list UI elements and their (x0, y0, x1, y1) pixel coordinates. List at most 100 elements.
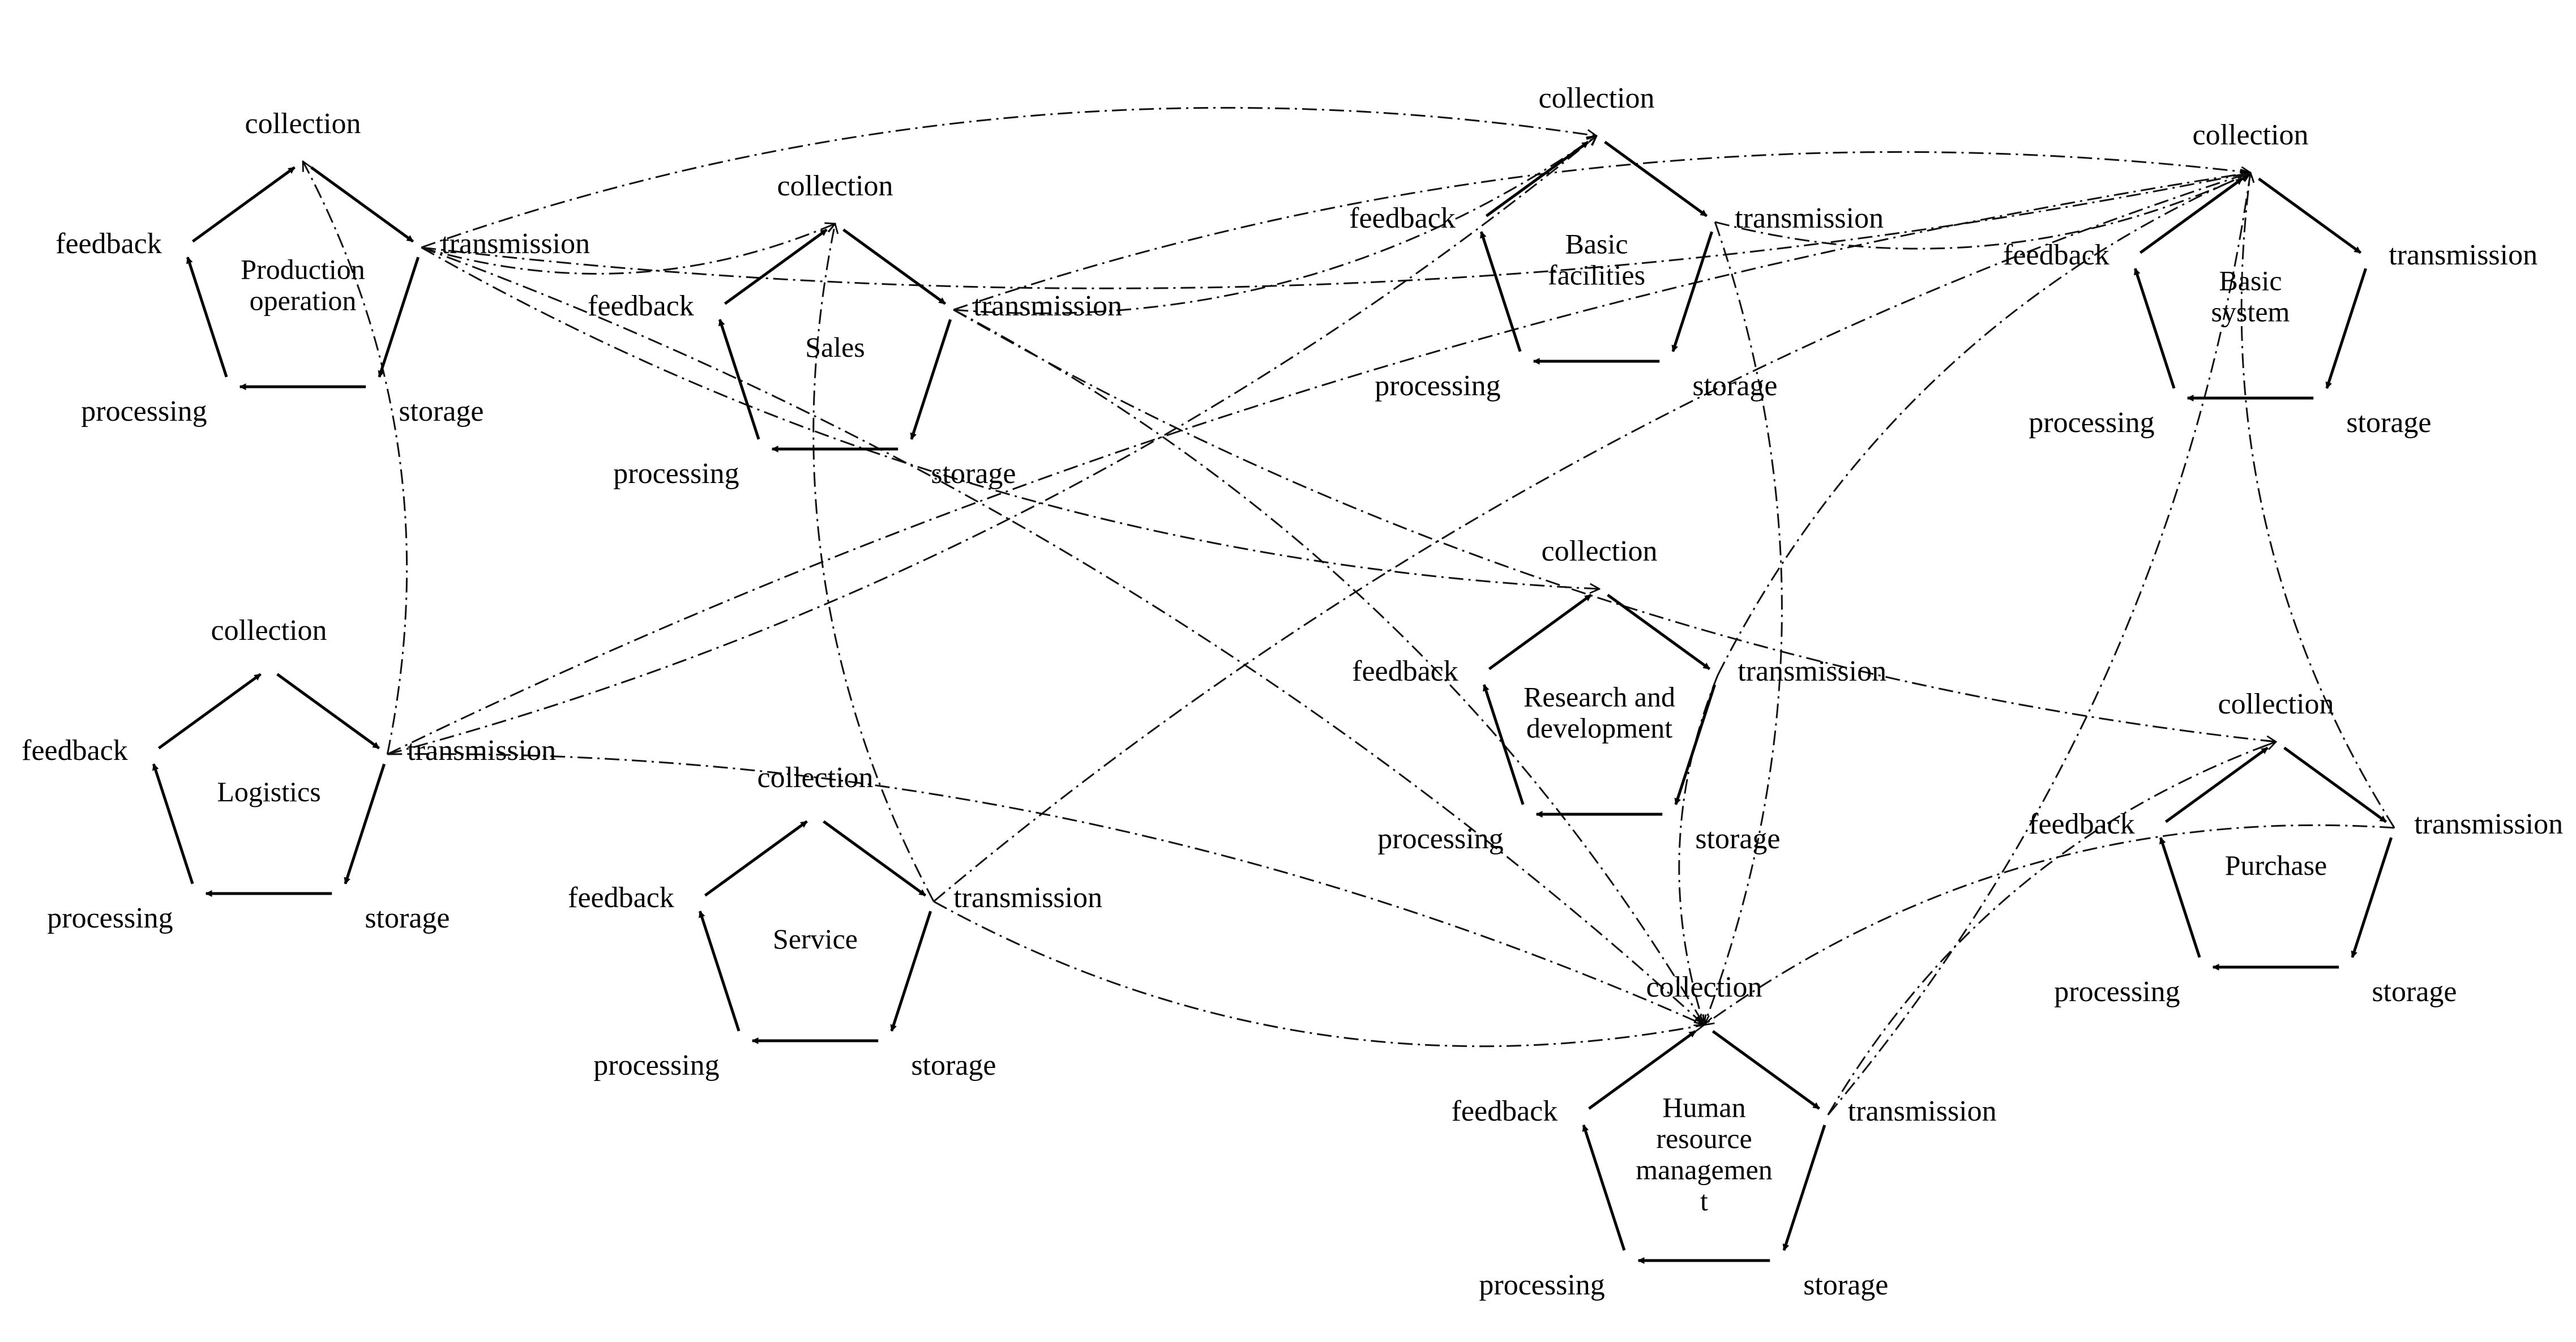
module-name: Sales (805, 331, 865, 363)
module-name: managemen (1636, 1154, 1773, 1186)
transmission-label: transmission (1735, 202, 1884, 234)
cycle-arrow-transmission-to-storage (1674, 684, 1717, 805)
cycle-arrow-feedback-to-collection (1485, 140, 1589, 217)
connection-research-to-hr (1678, 674, 1719, 1025)
processing-label: processing (2029, 407, 2154, 439)
connection-production-to-research (421, 246, 1599, 589)
cycle-arrow-processing-to-feedback (698, 911, 741, 1032)
cycle-arrow-collection-to-transmission (276, 673, 380, 750)
storage-label: storage (365, 902, 450, 934)
cycle-arrow-collection-to-transmission (1711, 1030, 1820, 1110)
cycle-arrow-collection-to-transmission (2283, 746, 2387, 823)
connections-layer (303, 106, 2395, 1116)
cycle-arrow-collection-to-transmission (2258, 177, 2362, 254)
cycle-arrow-collection-to-transmission (310, 166, 414, 243)
storage-label: storage (1692, 370, 1777, 402)
cycle-arrow-collection-to-transmission (1607, 593, 1711, 670)
cycle-arrow-feedback-to-collection (2164, 746, 2269, 823)
cycle-arrow-processing-to-feedback (718, 319, 760, 440)
feedback-label: feedback (2029, 808, 2135, 840)
cycle-arrow-transmission-to-storage (2325, 268, 2368, 389)
connection-purchase-to-basic-system (2240, 173, 2395, 828)
feedback-label: feedback (22, 734, 128, 767)
module-name: Purchase (2225, 849, 2327, 881)
processing-label: processing (47, 902, 173, 934)
feedback-label: feedback (1349, 202, 1456, 234)
module-production: collectiontransmissionstorageprocessingf… (55, 108, 590, 428)
cycle-arrow-feedback-to-collection (1488, 593, 1592, 670)
processing-label: processing (593, 1049, 719, 1082)
module-basic-facilities: collection transmission storage processing f… (1349, 82, 1884, 402)
module-name: facilities (1548, 259, 1645, 291)
cycle-arrow-processing-to-feedback (1479, 231, 1522, 352)
collection-label: collection (2192, 119, 2308, 151)
storage-label: storage (399, 395, 483, 428)
cycle-arrow-processing-to-feedback (152, 763, 194, 884)
feedback-label: feedback (1452, 1095, 1558, 1127)
processing-label: processing (1479, 1269, 1604, 1301)
feedback-label: feedback (55, 228, 162, 260)
cycle-arrow-feedback-to-collection (157, 673, 262, 750)
processing-label: processing (2054, 976, 2180, 1008)
connection-production-to-hr (421, 246, 1704, 1025)
storage-label: storage (2372, 976, 2457, 1008)
connection-research-to-basic-system (1717, 173, 2250, 676)
connection-service-to-basic-system (933, 173, 2250, 903)
module-basic-system: collectiontransmissionstorageprocessingf… (2003, 119, 2538, 439)
transmission-label: transmission (2389, 239, 2538, 271)
connection-logistics-to-production (303, 161, 408, 755)
cycle-arrow-processing-to-feedback (2133, 268, 2176, 389)
feedback-label: feedback (2003, 239, 2109, 271)
storage-label: storage (1695, 823, 1780, 855)
module-name: Research and (1524, 681, 1675, 713)
feedback-label: feedback (588, 290, 694, 322)
module-name: Production (241, 254, 365, 285)
cycle-arrow-feedback-to-collection (704, 820, 808, 897)
connection-sales-to-basic-facilities (953, 136, 1597, 314)
transmission-label: transmission (2414, 808, 2563, 840)
processing-label: processing (1375, 370, 1500, 402)
cycle-arrow-feedback-to-collection (724, 228, 828, 305)
module-logistics: collection transmission storage processing f… (22, 614, 556, 934)
connection-sales-to-basic-system (953, 151, 2250, 311)
transmission-label: transmission (407, 734, 556, 767)
connection-service-to-hr (933, 900, 1704, 1048)
cycle-arrow-feedback-to-collection (1588, 1030, 1697, 1110)
cycle-arrow-processing-to-feedback (2159, 837, 2201, 958)
storage-label: storage (931, 458, 1016, 490)
cycle-arrow-feedback-to-collection (2139, 177, 2243, 254)
module-name: development (1526, 712, 1672, 744)
collection-label: collection (1646, 971, 1762, 1003)
cycle-arrow-feedback-to-collection (191, 166, 296, 243)
cycle-arrow-collection-to-transmission (842, 228, 947, 305)
processing-label: processing (81, 395, 207, 428)
collection-label: collection (245, 108, 361, 140)
module-name: operation (250, 285, 357, 317)
module-purchase: collectiontransmissionstorageprocessingf… (2029, 688, 2563, 1008)
connection-logistics-to-hr (387, 753, 1704, 1025)
module-service: collectiontransmissionstorageprocessingf… (568, 762, 1102, 1082)
transmission-label: transmission (1848, 1095, 1997, 1127)
connection-production-to-sales (421, 224, 835, 275)
cycle-arrow-transmission-to-storage (2351, 837, 2393, 958)
cycle-arrow-processing-to-feedback (1582, 1124, 1626, 1251)
module-name: system (2211, 296, 2290, 328)
connection-logistics-to-basic-facilities (387, 136, 1597, 755)
collection-label: collection (211, 614, 327, 647)
collection-label: collection (1538, 82, 1654, 114)
processing-label: processing (613, 458, 739, 490)
module-hr: collection transmission storage processing f… (1452, 971, 1997, 1301)
module-sales: collectiontransmissionstorageprocessingf… (588, 170, 1122, 490)
cycle-arrow-transmission-to-storage (910, 319, 952, 440)
cycle-arrow-collection-to-transmission (823, 820, 927, 897)
cycle-arrow-transmission-to-storage (1671, 231, 1714, 352)
storage-label: storage (1803, 1269, 1888, 1301)
storage-label: storage (911, 1049, 996, 1082)
cycle-arrow-transmission-to-storage (1782, 1125, 1826, 1251)
cycle-arrow-processing-to-feedback (1482, 684, 1525, 805)
cycle-arrow-transmission-to-storage (378, 257, 420, 378)
module-name: t (1700, 1185, 1708, 1217)
connection-production-to-basic-facilities (421, 106, 1597, 249)
transmission-label: transmission (1738, 655, 1886, 687)
